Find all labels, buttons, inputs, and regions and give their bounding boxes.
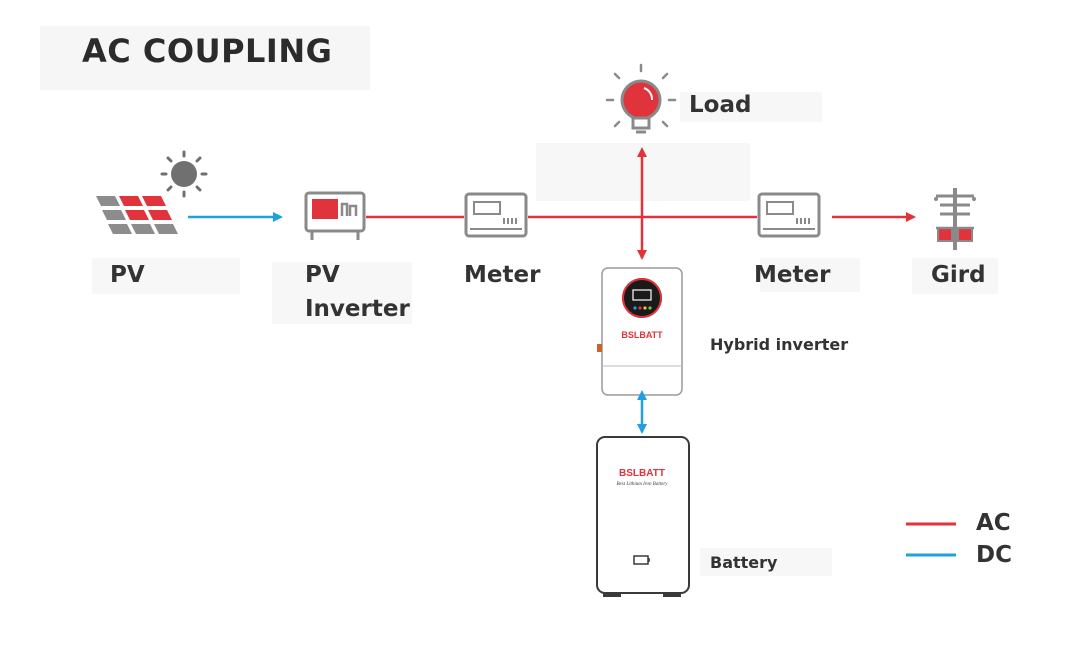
grid-label: Gird	[931, 262, 986, 288]
hybrid-inverter-label: Hybrid inverter	[710, 335, 849, 354]
hybrid-inverter-icon	[597, 267, 683, 396]
pv-label: PV	[110, 262, 145, 288]
pv-inverter-label-line1: PV	[305, 262, 340, 288]
meter-right-label-background	[760, 258, 860, 292]
grid-label-background	[912, 258, 998, 294]
power-pole-icon	[934, 188, 976, 250]
pv-inverter-icon	[304, 191, 366, 240]
solar-panel-icon	[96, 196, 178, 234]
pv-label-background	[92, 258, 240, 294]
legend-dc-label: DC	[976, 542, 1012, 568]
meter-left-icon	[464, 192, 528, 238]
legend-ac-label: AC	[976, 510, 1011, 536]
battery-logo: BSLBATT	[619, 468, 665, 479]
page-title: AC COUPLING	[82, 32, 333, 70]
meter-right-icon	[757, 192, 821, 238]
pv-inverter-label-line2: Inverter	[305, 296, 410, 322]
sun-icon	[160, 150, 208, 198]
battery-icon	[596, 436, 690, 597]
battery-tagline: Best Lithium Iron Battery	[616, 482, 668, 487]
load-label-background	[680, 92, 822, 122]
inverter-logo: BSLBATT	[621, 330, 663, 340]
pv-inverter-label-background	[272, 262, 412, 324]
meter-right-label: Meter	[754, 262, 831, 288]
title-background	[40, 26, 370, 90]
battery-label: Battery	[710, 553, 778, 572]
load-label: Load	[689, 92, 752, 118]
meter-left-label: Meter	[464, 262, 541, 288]
light-bulb-icon	[605, 63, 677, 134]
battery-label-background	[700, 548, 832, 576]
